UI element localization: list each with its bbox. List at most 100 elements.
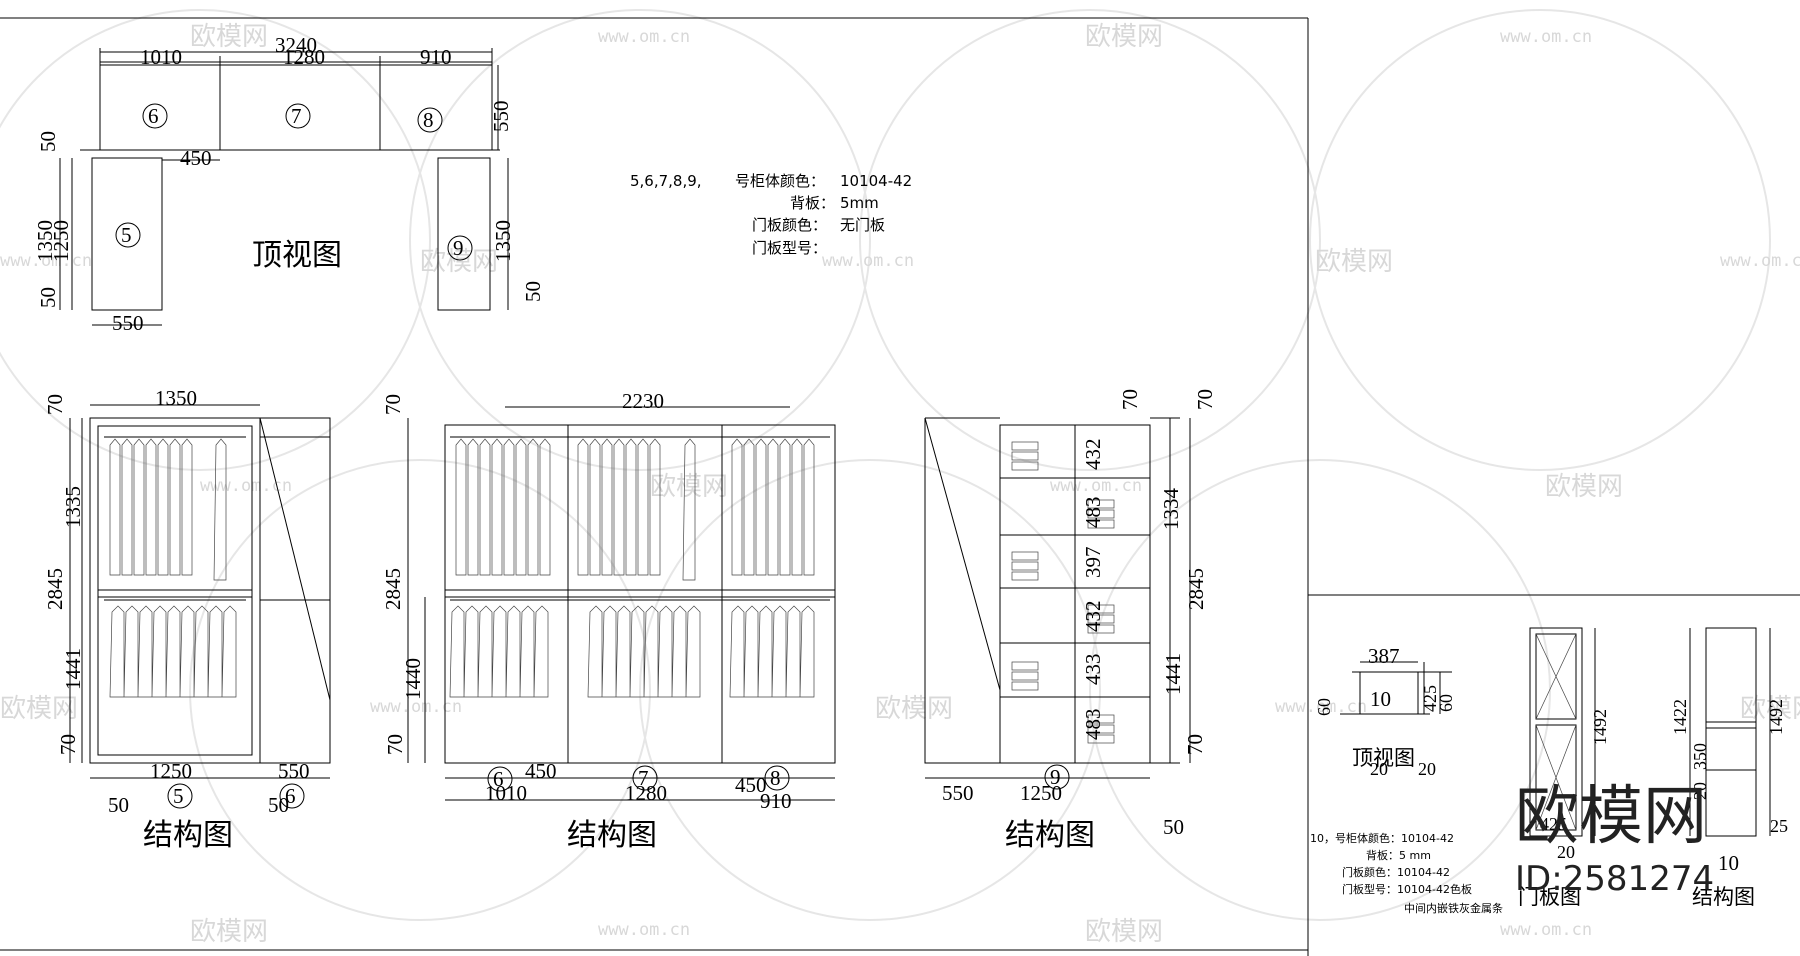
structure-title-2: 结构图	[567, 818, 657, 853]
structure-title-3: 结构图	[1005, 818, 1095, 853]
dim-433: 433	[1081, 654, 1105, 686]
cabinet-10-drawings: 387 60 425 60 20 20 10 顶视图 1492 20 门板图 1…	[1310, 627, 1788, 915]
dim-20-a: 20	[1370, 759, 1388, 779]
cabinet-marker-9: 9	[453, 236, 464, 260]
elevation-cabinet-5: 1350 70 1335 2845 1441 70 1250 550 50 50…	[43, 386, 331, 853]
spec-line2-value: 5mm	[840, 194, 879, 212]
spec-line1-prefix: 5,6,7,8,9,	[630, 172, 702, 190]
dim-450-left: 450	[525, 759, 557, 783]
dim-350: 350	[1690, 743, 1710, 770]
watermark-url: www.om.cn	[822, 251, 914, 271]
cab10-spec-line5: 中间内嵌铁灰金属条	[1404, 901, 1503, 915]
cab10-top-view-title: 顶视图	[1352, 746, 1415, 770]
spec-line2-label: 背板：	[790, 194, 835, 212]
elevation-cabinet-9: 70 70 432 483 397 432 433 483 1334 2845 …	[924, 389, 1217, 853]
watermark-url: www.om.cn	[1720, 251, 1800, 271]
dim-width-910: 910	[760, 789, 792, 813]
cab10-spec-line1: 10，号柜体颜色：10104-42	[1310, 831, 1454, 845]
dim-1422: 1422	[1670, 699, 1690, 735]
watermark-brand: 欧模网	[1315, 247, 1393, 277]
top-view-title: 顶视图	[252, 238, 342, 273]
dim-432-a: 432	[1081, 439, 1105, 471]
dim-50-left-bottom: 50	[36, 287, 60, 308]
dim-width-1250: 1250	[1020, 781, 1062, 805]
dim-70-top: 70	[381, 394, 405, 415]
folded-items-9	[1011, 441, 1115, 744]
watermark-url: www.om.cn	[1500, 27, 1592, 47]
watermark-brand: 欧模网	[1545, 472, 1623, 502]
dim-20-struct: 20	[1690, 782, 1710, 800]
cabinet-marker-7: 7	[291, 104, 302, 128]
watermark-texts: 欧模网 www.om.cn 欧模网 www.om.cn www.om.cn 欧模…	[0, 22, 1800, 947]
watermark-url: www.om.cn	[200, 476, 292, 496]
dim-50-right: 50	[268, 793, 289, 817]
dim-width-550: 550	[278, 759, 310, 783]
dim-20-b: 20	[1418, 759, 1436, 779]
dim-1492-door: 1492	[1590, 709, 1610, 745]
cabinet-marker-8: 8	[423, 108, 434, 132]
dim-25: 25	[1770, 816, 1788, 836]
dim-70-top: 70	[43, 394, 67, 415]
cabinet-marker-6: 6	[285, 784, 296, 808]
dim-1350-right: 1350	[491, 220, 515, 262]
elevation-cabinets-678: 2230 70 2845 1440 70 450 1010 1280 450 9…	[381, 389, 836, 853]
cabinet-marker-5: 5	[173, 784, 184, 808]
cabinet-marker-7: 7	[638, 766, 649, 790]
door-panel-title: 门板图	[1518, 885, 1581, 909]
watermark-url: www.om.cn	[0, 251, 92, 271]
dim-425-struct: 425	[1540, 814, 1567, 834]
watermark-brand: 欧模网	[190, 22, 268, 52]
cabinet-marker-9: 9	[1050, 765, 1061, 789]
dim-width-550: 550	[942, 781, 974, 805]
dim-width-1010: 1010	[485, 781, 527, 805]
dim-70-a: 70	[1118, 389, 1142, 410]
dim-1250-left: 1250	[49, 220, 73, 262]
dim-1440: 1440	[401, 658, 425, 700]
watermark-url: www.om.cn	[370, 697, 462, 717]
dim-depth-550: 550	[489, 101, 513, 133]
watermark-arcs	[0, 9, 1771, 921]
watermark-url: www.om.cn	[1500, 920, 1592, 940]
watermark-brand: 欧模网	[0, 694, 78, 724]
dim-cab6-width: 1010	[140, 45, 182, 69]
dim-70-b: 70	[1193, 389, 1217, 410]
dim-50: 50	[1163, 815, 1184, 839]
dim-cab7-width: 1280	[283, 45, 325, 69]
dim-397: 397	[1081, 547, 1105, 579]
dim-1441: 1441	[61, 648, 85, 690]
watermark-id: ID:2581274	[1515, 859, 1714, 899]
spec-line1-label: 号柜体颜色：	[735, 172, 825, 190]
sheet-border	[0, 17, 1800, 956]
garments-upper-678	[455, 438, 815, 581]
dim-70-c: 70	[1183, 734, 1207, 755]
watermark-brand: 欧模网	[1085, 22, 1163, 52]
watermark-brand: 欧模网	[1085, 917, 1163, 947]
watermark-brand: 欧模网	[190, 917, 268, 947]
cabinet-marker-6: 6	[148, 104, 159, 128]
dim-20-door: 20	[1557, 842, 1575, 862]
dim-width-1350: 1350	[155, 386, 197, 410]
garments-upper-5	[109, 438, 227, 581]
garments-lower-5	[109, 605, 237, 698]
spec-main: 5,6,7,8,9, 号柜体颜色： 10104-42 背板： 5mm 门板颜色：…	[630, 172, 912, 257]
cab10-spec-line4: 门板型号：10104-42色板	[1342, 882, 1472, 896]
brand-watermark-logo: 欧模网 ID:2581274	[1515, 780, 1714, 899]
dim-70-bottom: 70	[383, 734, 407, 755]
dim-cab8-width: 910	[420, 45, 452, 69]
cab10-spec-line2: 背板：5 mm	[1366, 848, 1431, 862]
dim-width-550: 550	[112, 311, 144, 335]
spec-line3-label: 门板颜色：	[752, 216, 827, 234]
dim-width-1250: 1250	[150, 759, 192, 783]
dim-1492-struct: 1492	[1766, 699, 1786, 735]
watermark-logo: 欧模网	[1515, 780, 1707, 854]
dim-width-1280: 1280	[625, 781, 667, 805]
dim-483-b: 483	[1081, 709, 1105, 741]
spec-line4-label: 门板型号：	[752, 239, 827, 257]
watermark-url: www.om.cn	[1050, 476, 1142, 496]
dim-1334: 1334	[1159, 488, 1183, 531]
dim-depth-450: 450	[180, 146, 212, 170]
garments-lower-678	[449, 605, 815, 698]
dim-50-left-top: 50	[36, 131, 60, 152]
watermark-url: www.om.cn	[598, 920, 690, 940]
cabinet-marker-5: 5	[121, 223, 132, 247]
